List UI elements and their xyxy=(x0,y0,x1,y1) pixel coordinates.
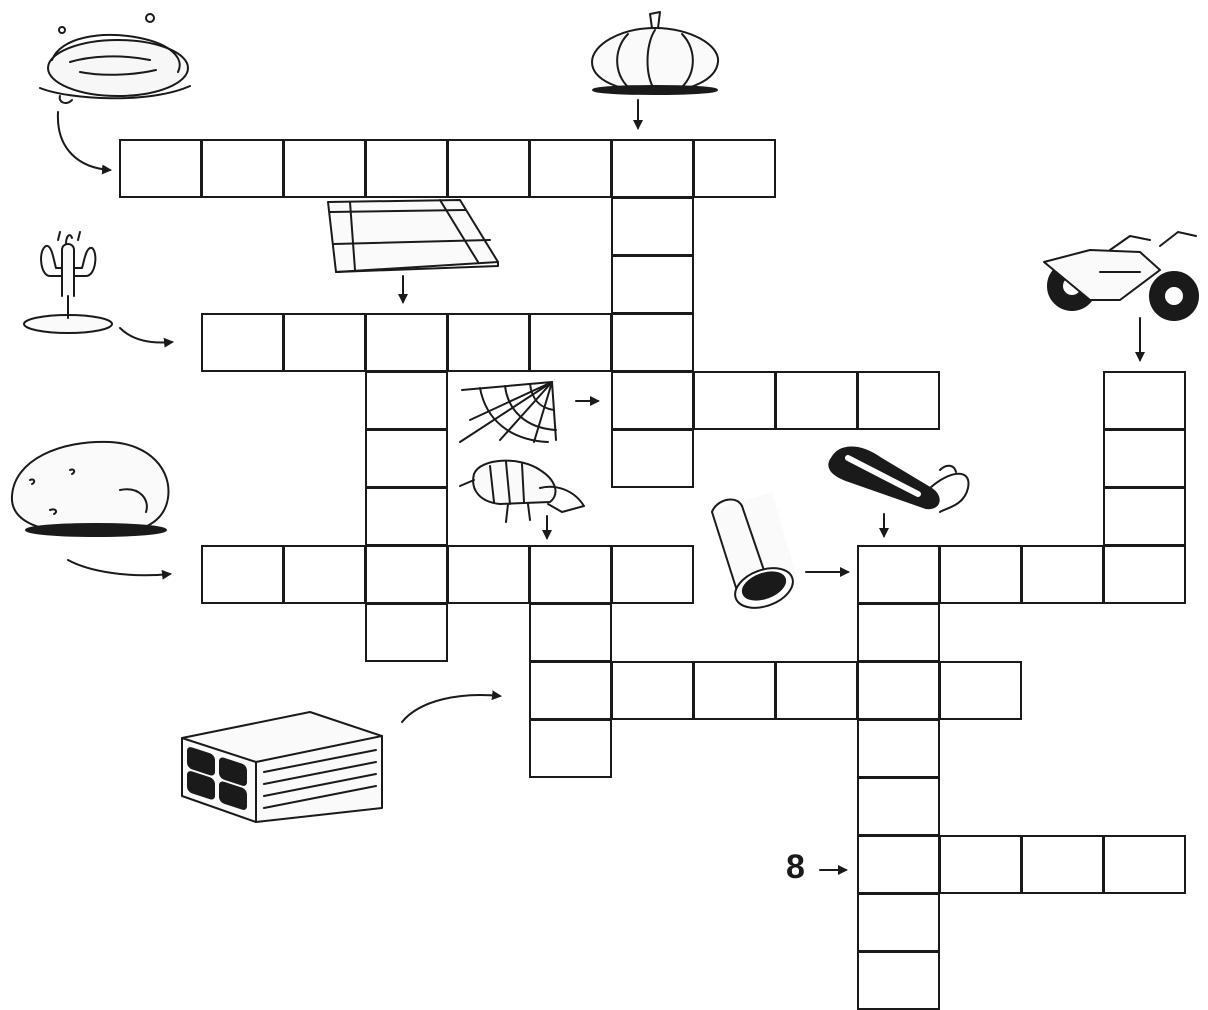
crossword-cell[interactable] xyxy=(283,139,366,198)
crossword-cell[interactable] xyxy=(611,545,694,604)
crossword-cell[interactable] xyxy=(1103,545,1186,604)
crossword-cell[interactable] xyxy=(1103,487,1186,546)
crossword-cell[interactable] xyxy=(857,371,940,430)
crossword-cell[interactable] xyxy=(857,719,940,778)
crossword-cell[interactable] xyxy=(201,313,284,372)
crossword-cell[interactable] xyxy=(365,545,448,604)
spider-web-icon xyxy=(459,381,557,443)
crossword-cell[interactable] xyxy=(365,371,448,430)
crossword-cell[interactable] xyxy=(939,545,1022,604)
crossword-cell[interactable] xyxy=(1103,371,1186,430)
crossword-cell[interactable] xyxy=(857,893,940,952)
crossword-cell[interactable] xyxy=(693,661,776,720)
crossword-cell[interactable] xyxy=(447,313,530,372)
crossword-cell[interactable] xyxy=(529,139,612,198)
crossword-cell[interactable] xyxy=(611,371,694,430)
crossword-cell[interactable] xyxy=(857,777,940,836)
crossword-cell[interactable] xyxy=(611,661,694,720)
crossword-cell[interactable] xyxy=(365,139,448,198)
crossword-cell[interactable] xyxy=(857,661,940,720)
crossword-cell[interactable] xyxy=(857,545,940,604)
clue-number-8: 8 xyxy=(786,848,805,886)
cactus-icon xyxy=(23,231,113,334)
motorcycle-icon xyxy=(1043,231,1199,321)
rock-icon xyxy=(10,440,170,537)
crossword-cell[interactable] xyxy=(119,139,202,198)
pumpkin-icon xyxy=(591,11,720,95)
crossword-cell[interactable] xyxy=(1021,835,1104,894)
crossword-cell[interactable] xyxy=(939,661,1022,720)
crossword-cell[interactable] xyxy=(693,371,776,430)
pipe-icon xyxy=(711,492,800,609)
crossword-cell[interactable] xyxy=(447,545,530,604)
crossword-cell[interactable] xyxy=(201,545,284,604)
crossword-cell[interactable] xyxy=(611,313,694,372)
crossword-cell[interactable] xyxy=(611,255,694,314)
crossword-cell[interactable] xyxy=(365,429,448,488)
crossword-cell[interactable] xyxy=(857,603,940,662)
crossword-cell[interactable] xyxy=(775,371,858,430)
crossword-cell[interactable] xyxy=(1103,835,1186,894)
puddle-pie-icon xyxy=(39,13,191,104)
crossword-cell[interactable] xyxy=(283,545,366,604)
crossword-cell[interactable] xyxy=(365,603,448,662)
telephone-icon xyxy=(828,446,970,513)
crossword-cell[interactable] xyxy=(611,139,694,198)
crossword-cell[interactable] xyxy=(365,487,448,546)
crossword-cell[interactable] xyxy=(939,835,1022,894)
crossword-cell[interactable] xyxy=(201,139,284,198)
crossword-cell[interactable] xyxy=(447,139,530,198)
crossword-cell[interactable] xyxy=(857,951,940,1010)
crossword-cell[interactable] xyxy=(775,661,858,720)
crossword-cell[interactable] xyxy=(365,313,448,372)
crossword-cell[interactable] xyxy=(529,545,612,604)
board-icon xyxy=(327,199,499,273)
cinder-block-icon xyxy=(181,711,383,823)
crossword-cell[interactable] xyxy=(529,661,612,720)
crossword-cell[interactable] xyxy=(611,197,694,256)
crossword-cell[interactable] xyxy=(529,603,612,662)
crossword-cell[interactable] xyxy=(693,139,776,198)
armadillo-icon xyxy=(459,459,585,523)
crossword-cell[interactable] xyxy=(283,313,366,372)
crossword-cell[interactable] xyxy=(1103,429,1186,488)
crossword-cell[interactable] xyxy=(529,719,612,778)
crossword-cell[interactable] xyxy=(611,429,694,488)
crossword-cell[interactable] xyxy=(1021,545,1104,604)
crossword-cell[interactable] xyxy=(529,313,612,372)
crossword-cell[interactable] xyxy=(857,835,940,894)
